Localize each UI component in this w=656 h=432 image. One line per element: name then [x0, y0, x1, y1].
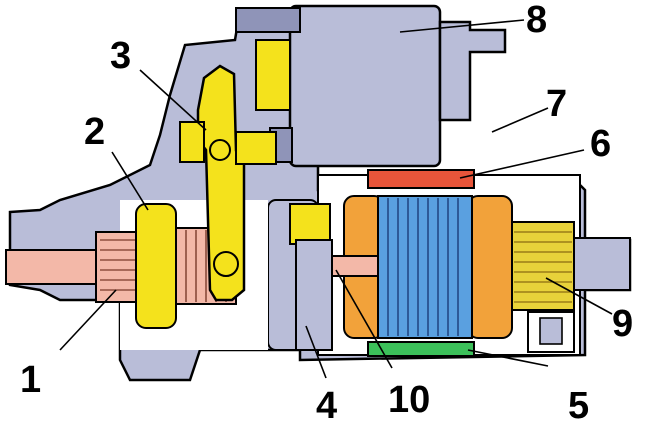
overrunning-clutch [135, 203, 177, 329]
pinion-teeth [100, 239, 136, 291]
lever-yoke [179, 121, 205, 163]
leader-lines [59, 19, 613, 379]
callout-3: 3 [110, 35, 131, 77]
field-pole-bottom [367, 341, 475, 357]
callout-9: 9 [612, 303, 633, 345]
end-cap [573, 237, 631, 291]
callout-4: 4 [316, 385, 337, 427]
armature-winding-right [467, 195, 513, 339]
callout-2: 2 [84, 111, 105, 153]
pinion-yellow [289, 203, 331, 245]
lever-fork-pin [213, 251, 239, 277]
lever-link [235, 131, 277, 165]
planet-gear [295, 239, 333, 351]
callout-10: 10 [388, 379, 430, 421]
solenoid-bracket [235, 7, 301, 33]
lever-pivot [209, 139, 231, 161]
commutator-bars [514, 231, 572, 303]
callout-1: 1 [20, 359, 41, 401]
armature-slots [387, 198, 459, 336]
field-pole-top [367, 169, 475, 189]
callout-5: 5 [568, 385, 589, 427]
callout-8: 8 [526, 0, 547, 41]
commutator [511, 221, 575, 311]
solenoid-plunger-yellow [255, 39, 291, 111]
callout-6: 6 [590, 123, 611, 165]
brush-spring [539, 317, 563, 345]
callout-7: 7 [546, 83, 567, 125]
solenoid-terminal [438, 20, 507, 122]
pinion-gear [95, 231, 141, 303]
